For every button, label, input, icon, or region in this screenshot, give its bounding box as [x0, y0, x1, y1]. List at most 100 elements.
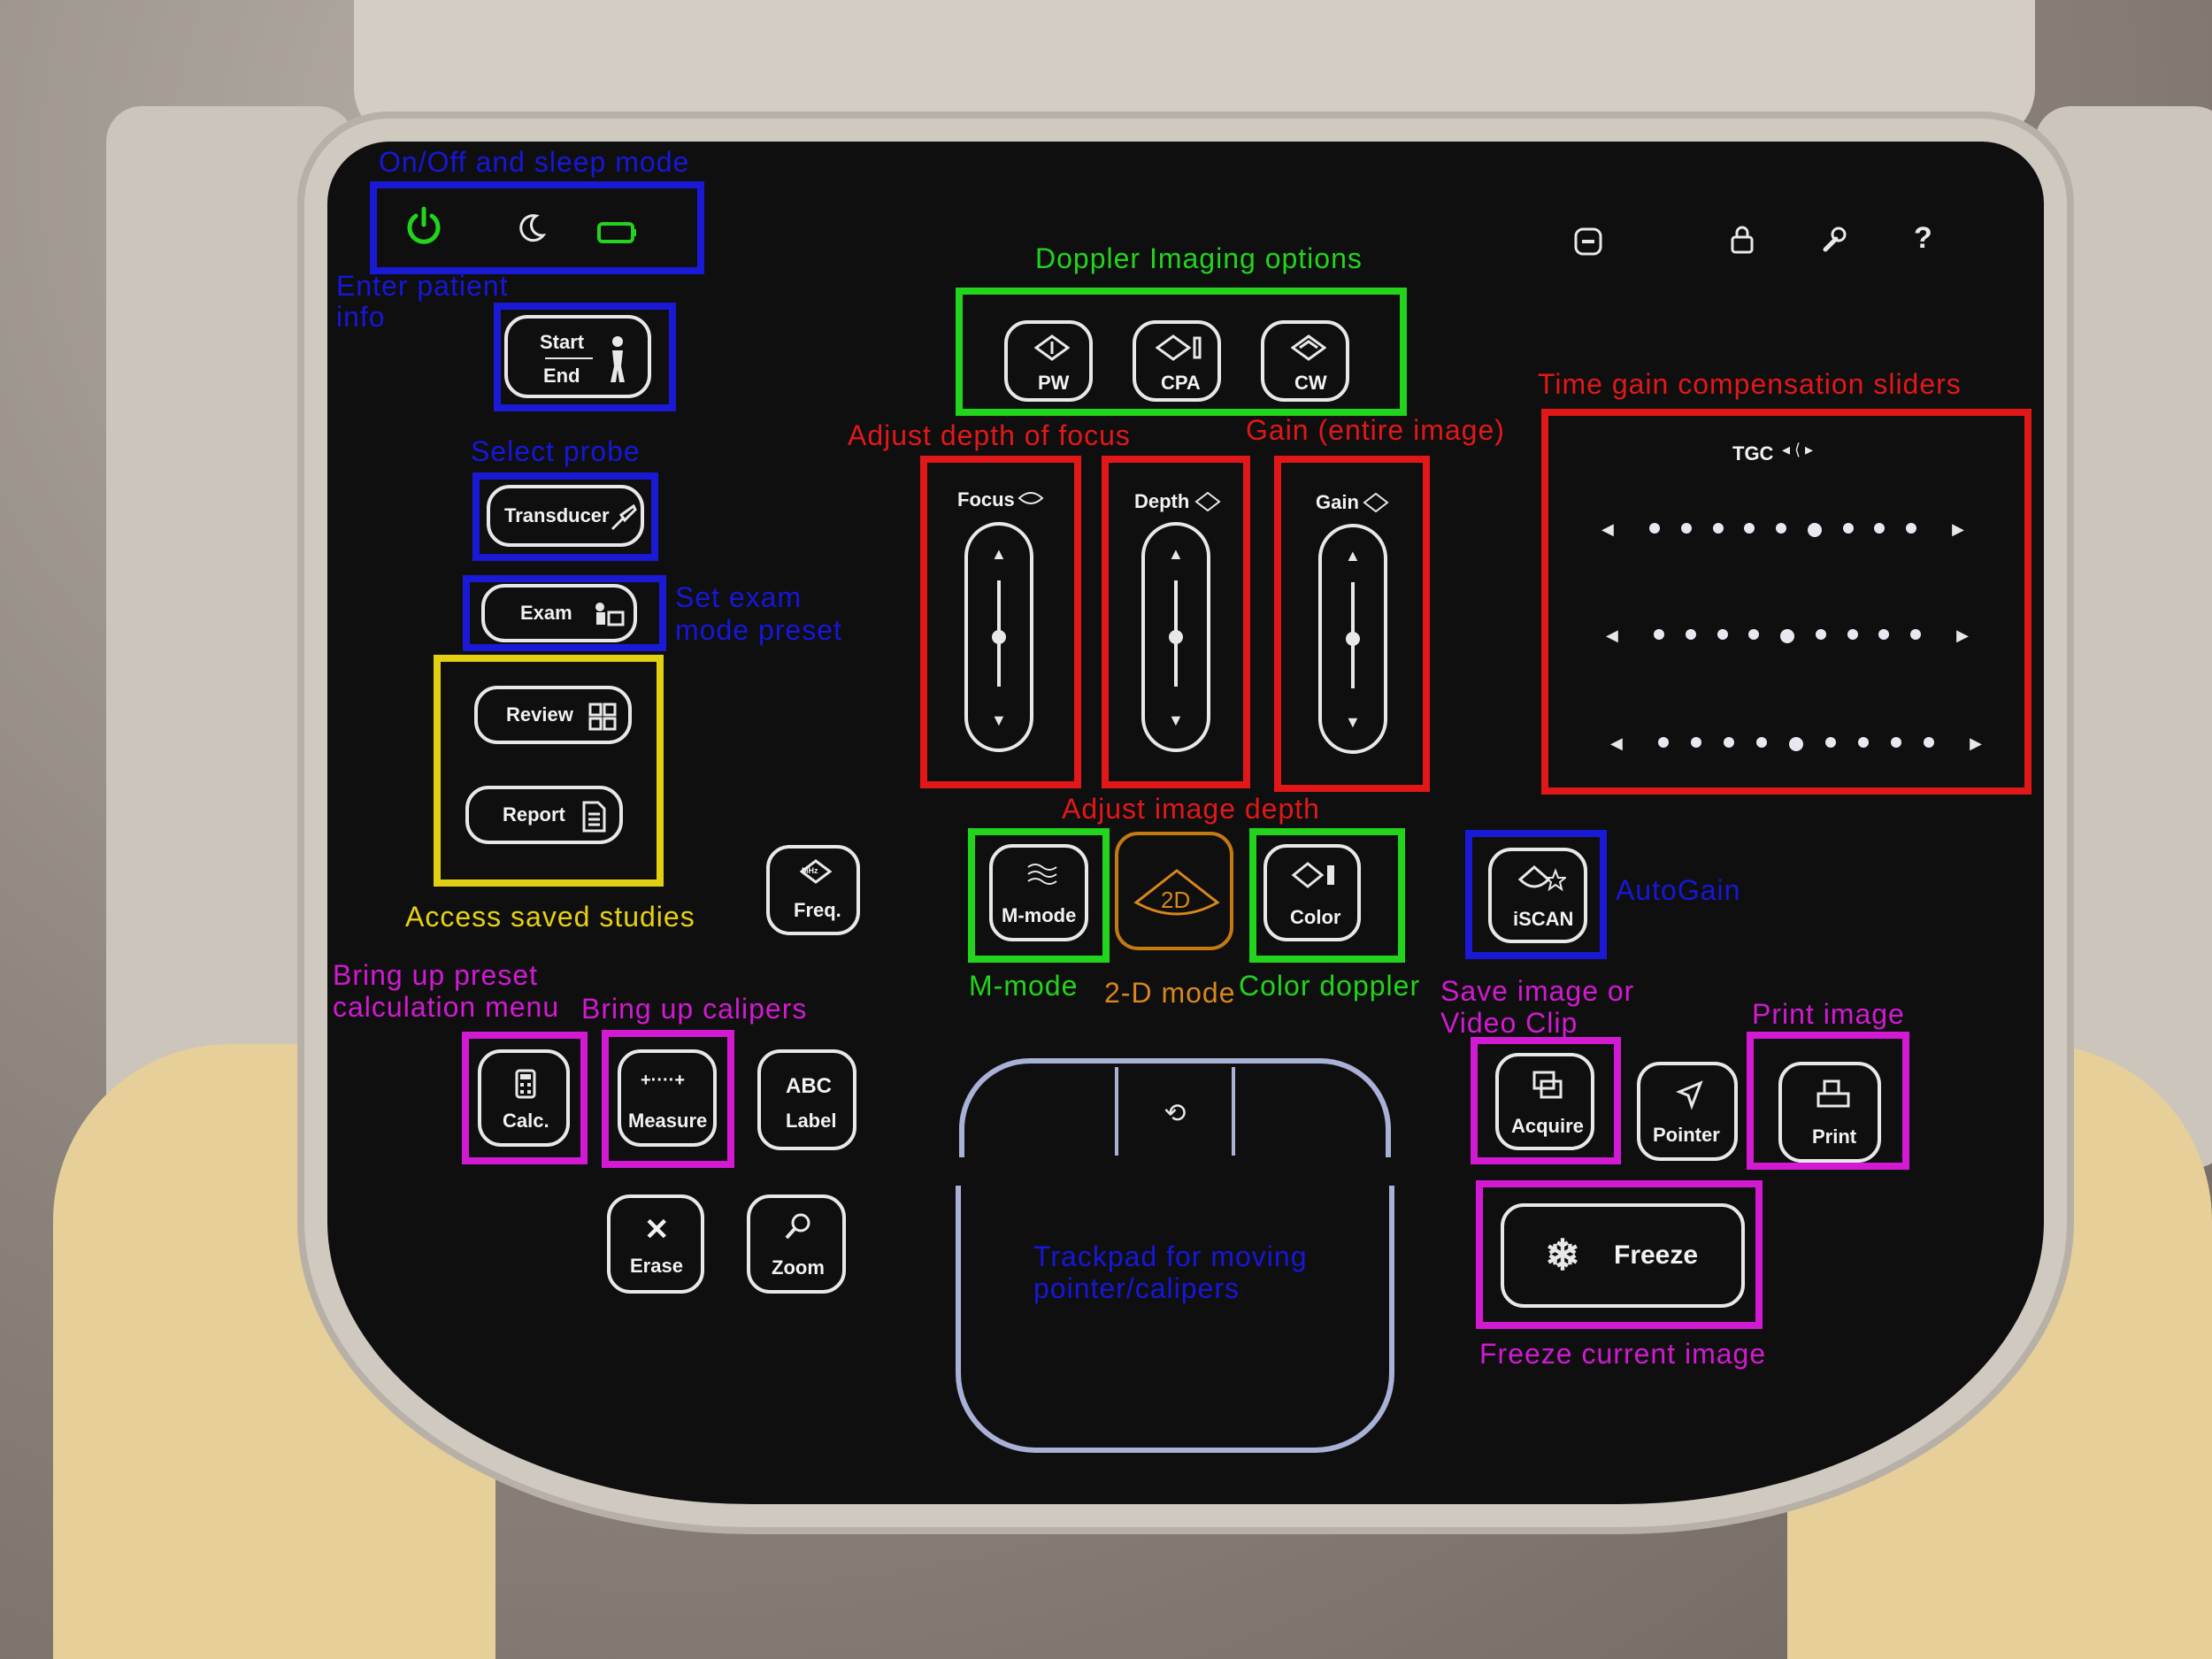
- start-end-divider: [545, 357, 593, 359]
- iscan-star-icon: [1517, 864, 1568, 895]
- stacked-frames-icon: [1531, 1069, 1566, 1104]
- depth-probe-icon: [1194, 491, 1221, 512]
- m-mode-button[interactable]: M-mode: [989, 844, 1088, 941]
- annotation-box-exam: [463, 575, 666, 651]
- print-label: Print: [1812, 1125, 1857, 1148]
- measure-button[interactable]: +····+ Measure: [618, 1049, 717, 1147]
- tgc-slider-1[interactable]: ◀ ▶: [1601, 520, 1964, 539]
- end-label: End: [543, 365, 580, 387]
- exam-label: Exam: [520, 602, 572, 624]
- depth-down-icon[interactable]: ▼: [1168, 711, 1184, 729]
- calc-label: Calc.: [503, 1110, 549, 1132]
- annotation-set-exam-1: Set exam: [675, 581, 803, 613]
- cursor-arrow-icon: [1674, 1079, 1706, 1111]
- annotation-tgc: Time gain compensation sliders: [1538, 368, 1962, 400]
- acquire-button[interactable]: Acquire: [1495, 1053, 1594, 1150]
- annotation-box-calc: [462, 1032, 588, 1164]
- annotation-access-saved: Access saved studies: [405, 901, 695, 933]
- calc-button[interactable]: Calc.: [478, 1049, 570, 1147]
- erase-label: Erase: [630, 1255, 683, 1277]
- start-label: Start: [540, 331, 585, 353]
- focus-slider[interactable]: ▲ ▼: [964, 522, 1033, 752]
- cpa-label: CPA: [1161, 372, 1201, 394]
- pw-button[interactable]: PW: [1004, 320, 1093, 402]
- tgc-right-arrow-icon[interactable]: ▶: [1970, 734, 1982, 752]
- gain-up-icon[interactable]: ▲: [1345, 547, 1361, 565]
- moon-icon[interactable]: [513, 211, 549, 246]
- depth-label: Depth: [1134, 490, 1190, 512]
- exam-button[interactable]: Exam: [481, 584, 637, 642]
- tgc-slider-3[interactable]: ◀ ▶: [1610, 734, 1982, 753]
- grid-icon: [588, 702, 618, 732]
- annotation-box-transducer: [472, 472, 658, 561]
- annotation-box-startend: [494, 303, 676, 411]
- question-icon[interactable]: ?: [1914, 221, 1932, 255]
- battery-icon: [597, 221, 638, 244]
- annotation-save-image-2: Video Clip: [1440, 1007, 1578, 1039]
- annotation-select-probe: Select probe: [471, 435, 641, 467]
- freq-button[interactable]: MHz Freq.: [766, 845, 860, 935]
- snowflake-icon: ❄: [1544, 1233, 1581, 1279]
- report-button[interactable]: Report: [465, 786, 623, 844]
- console-upper-shell: [354, 0, 2035, 142]
- abc-text: ABC: [786, 1074, 832, 1098]
- focus-eye-icon: [1018, 488, 1044, 509]
- trackpad-left-button[interactable]: [961, 1079, 1111, 1156]
- tgc-dots: [1641, 628, 1933, 643]
- pw-label: PW: [1038, 372, 1070, 394]
- minus-box-icon[interactable]: [1573, 227, 1603, 257]
- lock-icon[interactable]: [1729, 225, 1755, 255]
- zoom-button[interactable]: Zoom: [747, 1194, 846, 1294]
- iscan-button[interactable]: iSCAN: [1488, 848, 1587, 943]
- annotation-enter-patient-1: Enter patient: [336, 270, 509, 302]
- annotation-box-print: [1747, 1032, 1909, 1170]
- annotation-box-color: [1249, 828, 1405, 963]
- abc-label-button[interactable]: ABC Label: [757, 1049, 856, 1150]
- cw-button[interactable]: CW: [1261, 320, 1349, 402]
- cpa-button[interactable]: CPA: [1133, 320, 1221, 402]
- gain-thumb[interactable]: [1346, 632, 1360, 646]
- tgc-right-arrow-icon[interactable]: ▶: [1952, 520, 1964, 538]
- focus-down-icon[interactable]: ▼: [991, 711, 1007, 729]
- annotation-2d-mode: 2-D mode: [1104, 977, 1236, 1009]
- 2d-label: 2D: [1161, 887, 1191, 913]
- trackpad-right-button[interactable]: [1237, 1079, 1387, 1156]
- probe-icon: [609, 503, 637, 533]
- freeze-label: Freeze: [1614, 1240, 1699, 1270]
- measure-caliper-icon: +····+: [641, 1071, 685, 1090]
- cw-label: CW: [1294, 372, 1327, 394]
- trackpad-cycle-icon[interactable]: ⟲: [1164, 1098, 1187, 1128]
- tgc-left-arrow-icon[interactable]: ◀: [1606, 626, 1618, 644]
- wrench-icon[interactable]: [1818, 225, 1848, 255]
- erase-button[interactable]: ✕ Erase: [607, 1194, 704, 1294]
- annotation-calipers: Bring up calipers: [581, 993, 808, 1025]
- gain-slider[interactable]: ▲ ▼: [1318, 524, 1387, 754]
- freeze-button[interactable]: ❄ Freeze: [1501, 1203, 1745, 1308]
- measure-label: Measure: [628, 1110, 708, 1132]
- tgc-slider-2[interactable]: ◀ ▶: [1606, 626, 1969, 645]
- focus-up-icon[interactable]: ▲: [991, 545, 1007, 563]
- depth-slider[interactable]: ▲ ▼: [1141, 522, 1210, 752]
- gain-down-icon[interactable]: ▼: [1345, 713, 1361, 731]
- cw-probe-icon: [1290, 334, 1327, 361]
- pointer-button[interactable]: Pointer: [1637, 1062, 1738, 1161]
- color-doppler-icon: [1290, 860, 1340, 890]
- tgc-left-arrow-icon[interactable]: ◀: [1601, 520, 1614, 538]
- annotation-preset-calc-1: Bring up preset: [333, 959, 539, 991]
- print-button[interactable]: Print: [1778, 1062, 1881, 1163]
- color-button[interactable]: Color: [1263, 844, 1361, 941]
- tgc-right-arrow-icon[interactable]: ▶: [1956, 626, 1969, 644]
- annotation-box-saved-studies: [434, 655, 664, 887]
- focus-thumb[interactable]: [992, 630, 1006, 644]
- transducer-button[interactable]: Transducer: [487, 485, 644, 547]
- tgc-left-arrow-icon[interactable]: ◀: [1610, 734, 1623, 752]
- start-end-button[interactable]: Start End: [504, 315, 651, 398]
- power-icon[interactable]: [403, 204, 445, 246]
- review-button[interactable]: Review: [474, 686, 632, 744]
- annotation-gain-entire: Gain (entire image): [1246, 414, 1505, 446]
- trackpad-surface[interactable]: [956, 1186, 1394, 1453]
- depth-up-icon[interactable]: ▲: [1168, 545, 1184, 563]
- 2d-mode-button[interactable]: 2D: [1115, 832, 1233, 950]
- depth-thumb[interactable]: [1169, 630, 1183, 644]
